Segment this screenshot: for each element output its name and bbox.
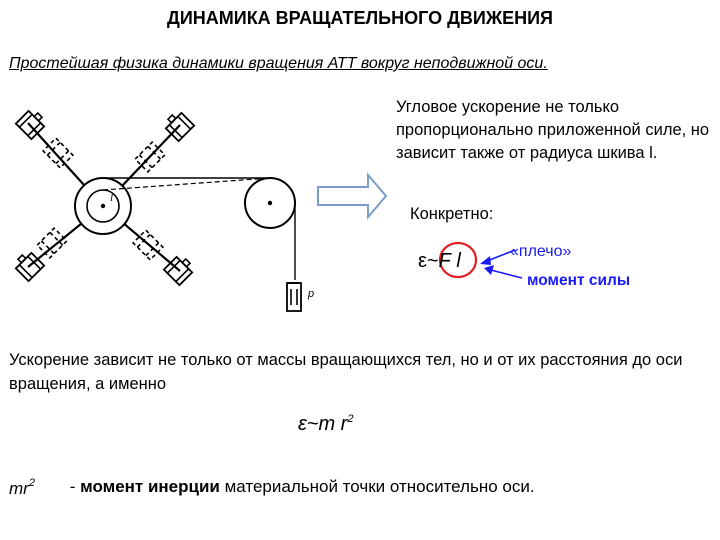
pendulum-apparatus — [14, 109, 302, 312]
formula-arm: l — [456, 250, 461, 272]
dashed-weight-nw — [42, 137, 74, 169]
inertia-symbol: mr2 — [9, 477, 35, 499]
string-dashed — [102, 177, 271, 191]
inertia-definition: - момент инерции материальной точки отно… — [65, 477, 535, 497]
pulley-small-axle — [267, 200, 273, 206]
weight-sw — [14, 251, 46, 283]
hanging-weight — [286, 282, 302, 312]
dashed-weight-se — [132, 229, 164, 261]
page-title: ДИНАМИКА ВРАЩАТЕЛЬНОГО ДВИЖЕНИЯ — [167, 8, 553, 28]
dashed-weight-ne — [134, 141, 166, 173]
formula2-base: ε~m r — [298, 413, 348, 435]
block-arrow — [317, 172, 388, 220]
axis-label: l — [110, 192, 113, 204]
inertia-symbol-base: mr — [9, 479, 29, 498]
moment-arrow-head — [484, 265, 494, 275]
arm-arrow-head — [480, 256, 491, 265]
dashed-weight-sw — [36, 227, 68, 259]
acceleration-paragraph: Ускорение зависит не только от массы вра… — [9, 351, 683, 393]
subtitle: Простейшая физика динамики вращения АТТ … — [9, 55, 548, 72]
inertia-term: момент инерции — [80, 477, 220, 496]
formula-epsilon: ε — [418, 250, 427, 272]
description-text: Угловое ускорение не только пропорционал… — [396, 98, 710, 162]
formula-force: F — [438, 250, 451, 272]
weight-ne — [164, 111, 196, 143]
moment-arrow-line — [486, 268, 523, 279]
arm-label: «плечо» — [510, 243, 572, 260]
formula2-exponent: 2 — [347, 413, 354, 425]
inertia-rest: материальной точки относительно оси. — [219, 477, 535, 496]
pulley-axle — [100, 203, 106, 209]
arm-highlight-circle — [438, 241, 478, 279]
formula-epsilon-mr2: ε~m r2 — [298, 413, 353, 436]
formula-sim: ~ — [426, 250, 439, 272]
weight-label: p — [307, 288, 314, 300]
concretely-label: Конкретно: — [410, 205, 494, 223]
weight-nw — [14, 109, 46, 141]
weight-se — [162, 255, 194, 287]
oberbeck-pendulum-diagram: l p — [14, 109, 523, 312]
moment-label: момент силы — [527, 272, 631, 289]
formula-epsilon-fl: ε~F l — [418, 250, 461, 273]
inertia-dash: - — [65, 477, 81, 496]
inertia-symbol-exponent: 2 — [28, 477, 35, 489]
